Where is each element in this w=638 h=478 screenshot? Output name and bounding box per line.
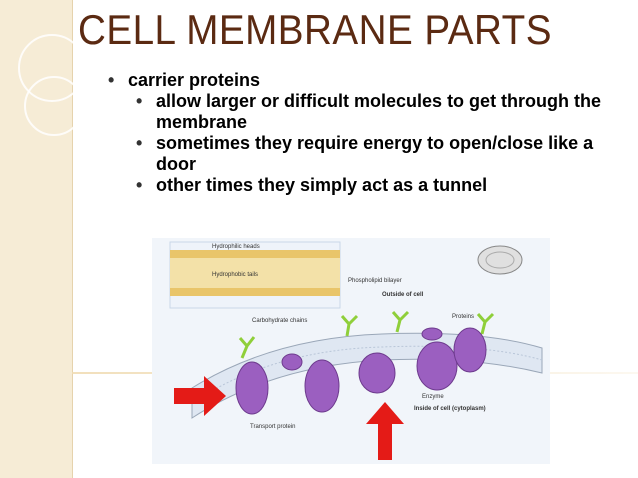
bullet-list: carrier proteins allow larger or difficu…: [108, 70, 618, 196]
bilayer-tails: [170, 258, 340, 288]
arrow-up-icon: [366, 402, 404, 460]
label-carbohydrate-chains: Carbohydrate chains: [252, 318, 307, 324]
sub-bullet-item: other times they simply act as a tunnel: [126, 175, 618, 196]
label-proteins: Proteins: [452, 314, 474, 320]
membrane-proteins: [235, 327, 487, 415]
decorative-ring: [24, 76, 84, 136]
carbohydrate-chain: [238, 310, 495, 359]
left-decorative-band: [0, 0, 86, 478]
label-phospholipid-bilayer: Phospholipid bilayer: [348, 278, 402, 284]
cell-membrane-diagram: Hydrophilic heads Hydrophobic tails Phos…: [152, 238, 550, 464]
bullet-item: carrier proteins: [108, 70, 618, 91]
bilayer-heads-bottom: [170, 288, 340, 296]
organelle-icon: [477, 245, 523, 275]
bilayer-heads-top: [170, 250, 340, 258]
slide-title: CELL MEMBRANE PARTS: [78, 6, 552, 53]
label-enzyme: Enzyme: [422, 394, 444, 400]
label-inside-of-cell: Inside of cell (cytoplasm): [414, 406, 486, 412]
label-transport-protein: Transport protein: [250, 424, 295, 430]
label-hydrophilic-heads: Hydrophilic heads: [212, 244, 260, 250]
arrow-right-icon: [174, 376, 226, 416]
label-hydrophobic-tails: Hydrophobic tails: [212, 272, 258, 278]
label-outside-of-cell: Outside of cell: [382, 292, 424, 298]
transport-protein: [235, 361, 269, 415]
sub-bullet-item: allow larger or difficult molecules to g…: [126, 91, 618, 133]
sub-bullet-item: sometimes they require energy to open/cl…: [126, 133, 618, 175]
